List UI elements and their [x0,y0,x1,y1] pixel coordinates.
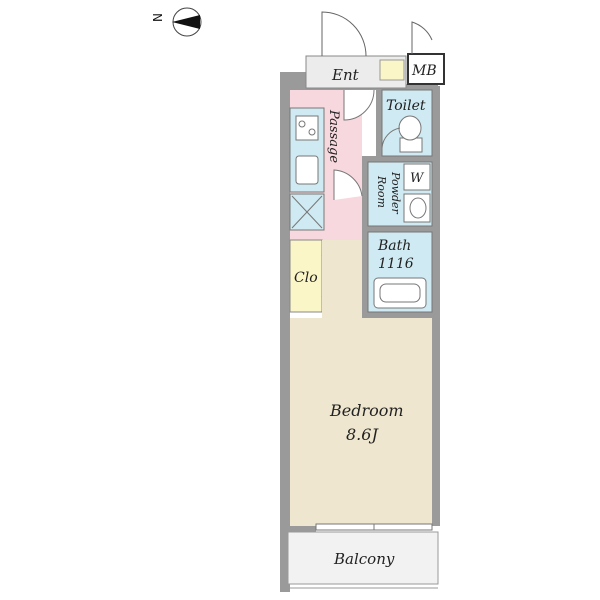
powder-room-label-2: Room [375,175,388,208]
closet [289,239,323,313]
bedroom-label: Bedroom [329,401,404,420]
bath-label: Bath [377,238,411,254]
compass-arrow-icon [172,15,200,29]
closet-label: Clo [294,270,318,286]
balcony-label: Balcony [333,550,395,568]
washer-label: W [410,171,425,186]
toilet-bowl-icon [398,115,422,141]
bedroom-size-label: 8.6J [346,425,379,444]
passage-door-swing [343,89,375,121]
compass-north-label: N [151,13,165,22]
entrance-label: Ent [331,66,360,84]
passage-label: Passage [326,109,341,163]
sink-icon [295,155,319,185]
bedroom-area [290,318,432,526]
meter-box [407,53,445,85]
stove-icon [295,115,319,141]
powder-door-swing [333,169,363,200]
powder-room-label-1: Powder [389,171,402,215]
toilet-label: Toilet [386,98,426,114]
shoe-cabinet [379,59,405,81]
bathtub-icon [373,277,427,309]
balcony [287,531,439,585]
bath-size-label: 1116 [378,256,414,272]
meter-box-label: MB [411,63,437,79]
entry-door-swing [321,11,367,57]
washer-space [403,163,431,191]
meter-box-door-swing [411,21,433,54]
compass: N [151,7,202,37]
